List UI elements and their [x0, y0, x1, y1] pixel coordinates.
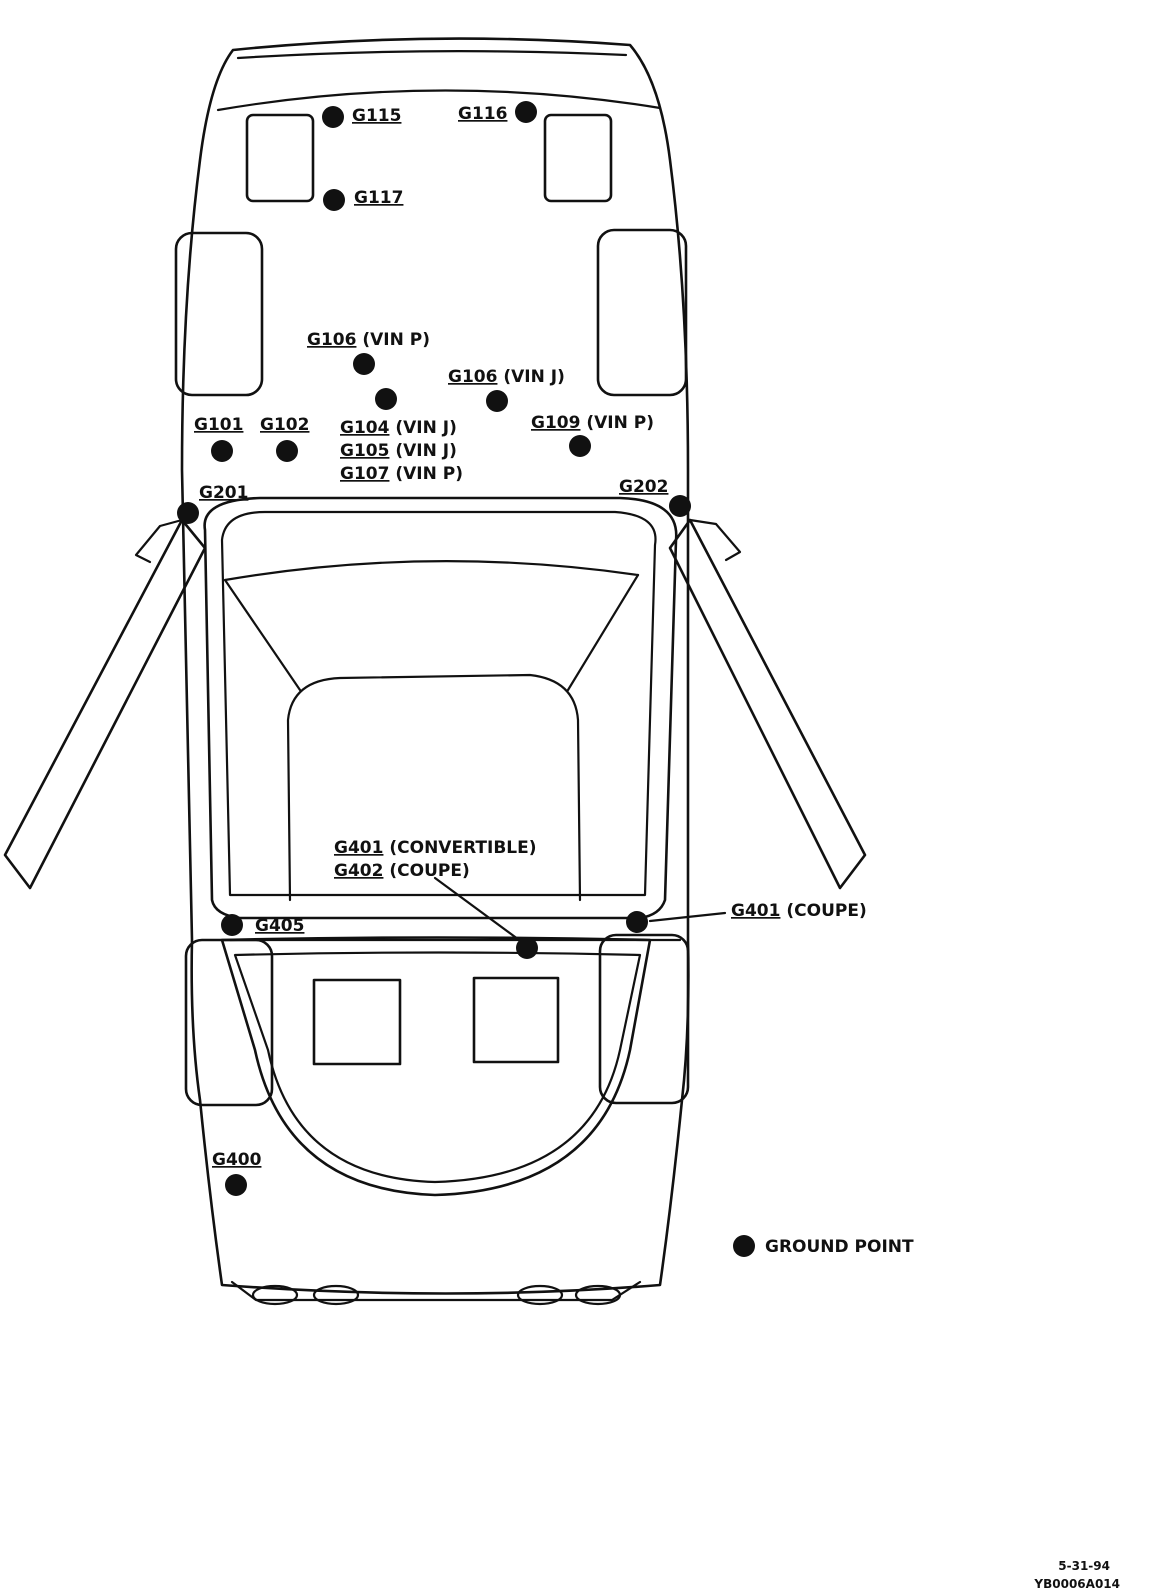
car-body-outline	[180, 37, 690, 1306]
ground-dot-g202	[669, 495, 691, 517]
label-g107: G107 (VIN P)	[340, 464, 463, 484]
label-g400: G400	[212, 1150, 262, 1170]
footer: 5-31-94 YB0006A014	[1033, 1559, 1120, 1591]
ground-dot-g405	[221, 914, 243, 936]
label-g104: G104 (VIN J)	[340, 418, 457, 438]
left-rear-box	[312, 978, 402, 1066]
left-headlamp	[245, 113, 315, 203]
footer-reference: YB0006A014	[1033, 1577, 1120, 1591]
ground-dot-g115	[322, 106, 344, 128]
label-g405: G405	[255, 916, 304, 936]
ground-dot-g106-vin-p	[353, 353, 375, 375]
right-rear-box	[472, 976, 560, 1064]
right-headlamp	[543, 113, 613, 203]
ground-dot-g106-vin-j	[486, 390, 508, 412]
ground-dot-g401-coupe	[626, 911, 648, 933]
label-g109: G109 (VIN P)	[531, 413, 654, 433]
left-door	[3, 518, 207, 890]
right-door	[668, 518, 867, 890]
rear-right-wheel	[598, 933, 690, 1105]
label-g106-vin-j: G106 (VIN J)	[448, 367, 565, 387]
ground-dot-g117	[323, 189, 345, 211]
label-g116: G116	[458, 104, 507, 124]
label-g115: G115	[352, 106, 401, 126]
ground-dot-g400	[225, 1174, 247, 1196]
front-left-wheel	[174, 231, 264, 397]
ground-dot-g109	[569, 435, 591, 457]
label-g106-vin-p: G106 (VIN P)	[307, 330, 430, 350]
footer-date: 5-31-94	[1058, 1559, 1110, 1573]
ground-dot-g201	[177, 502, 199, 524]
ground-point-labels: G115 G116 G117 G106 (VIN P) G106 (VIN J)…	[194, 104, 867, 1170]
ground-point-dots	[177, 101, 691, 1196]
label-g401-coupe: G401 (COUPE)	[731, 901, 867, 921]
label-g202: G202	[619, 477, 668, 497]
label-g401-convertible: G401 (CONVERTIBLE)	[334, 838, 537, 858]
ground-dot-g116	[515, 101, 537, 123]
label-g101: G101	[194, 415, 243, 435]
ground-dot-g102	[276, 440, 298, 462]
ground-dot-g101	[211, 440, 233, 462]
label-g105: G105 (VIN J)	[340, 441, 457, 461]
label-g201: G201	[199, 483, 248, 503]
rear-left-wheel	[184, 938, 274, 1107]
label-g402-coupe: G402 (COUPE)	[334, 861, 470, 881]
ground-dot-g104-g105-g107	[375, 388, 397, 410]
front-right-wheel	[596, 228, 688, 397]
legend-dot-icon	[733, 1235, 755, 1257]
leader-lines	[433, 876, 727, 947]
legend: GROUND POINT	[733, 1235, 914, 1257]
car-components	[174, 113, 690, 1107]
ground-dot-g401-g402	[516, 937, 538, 959]
legend-label: GROUND POINT	[765, 1237, 914, 1257]
label-g102: G102	[260, 415, 309, 435]
label-g117: G117	[354, 188, 403, 208]
